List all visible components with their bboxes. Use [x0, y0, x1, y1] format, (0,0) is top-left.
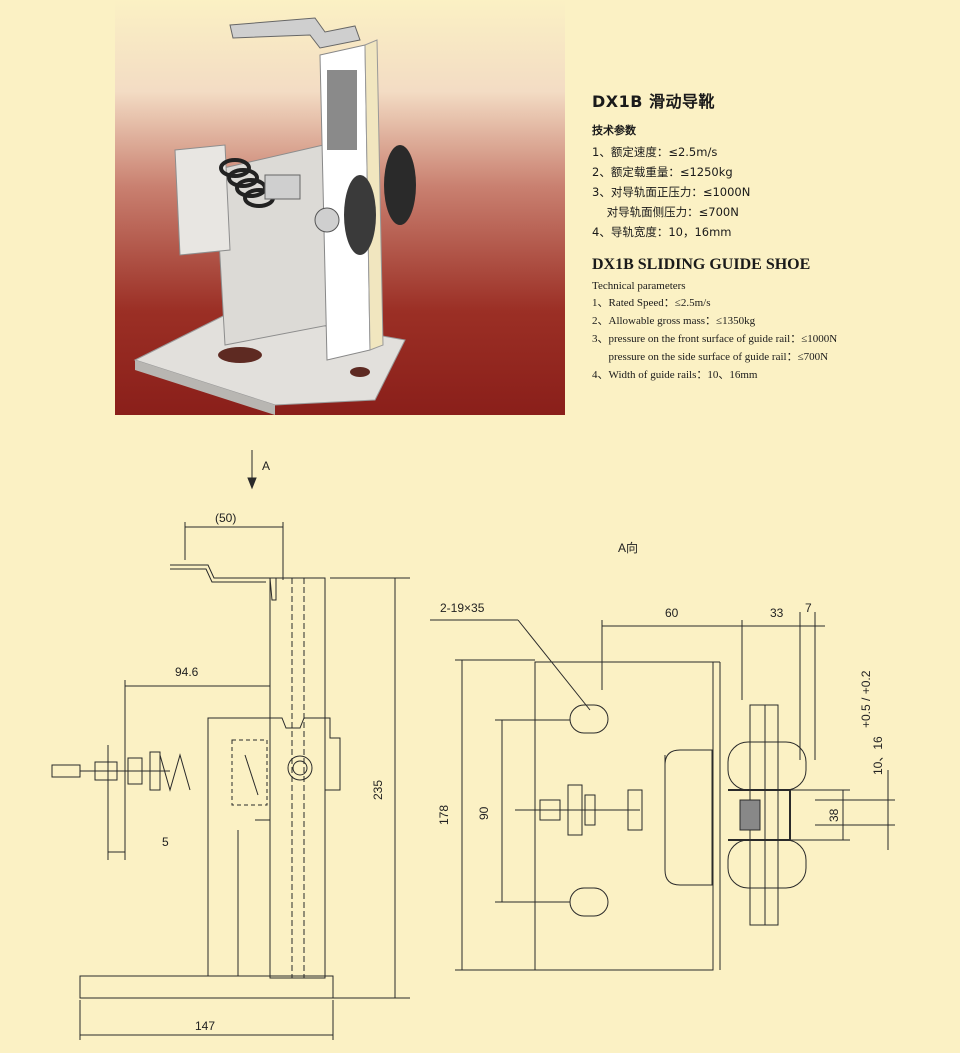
param-cn-3b: 对导轨面侧压力：≤700N — [592, 205, 739, 219]
dim-90: 90 — [477, 806, 491, 820]
title-cn: DX1B 滑动导靴 — [592, 92, 716, 111]
param-en-3b: pressure on the side surface of guide ra… — [592, 351, 829, 363]
spec-panel: DX1B 滑动导靴 技术参数 1、额定速度：≤2.5m/s 2、额定载重量：≤1… — [592, 88, 952, 384]
view-label-a: A向 — [618, 540, 638, 555]
dim-60: 60 — [665, 606, 679, 620]
dim-147: 147 — [195, 1019, 215, 1033]
dim-33: 33 — [770, 606, 784, 620]
param-cn-3: 3、对导轨面正压力：≤1000N — [592, 185, 751, 199]
param-cn-4: 4、导轨宽度：10，16mm — [592, 225, 732, 239]
hole-label: 2-19×35 — [440, 601, 485, 615]
title-en: DX1B SLIDING GUIDE SHOE — [592, 256, 811, 273]
dim-rail-width: 10、16 — [871, 736, 885, 775]
param-cn-2: 2、额定载重量：≤1250kg — [592, 165, 733, 179]
view-arrow-label: A — [262, 459, 270, 473]
params-cn-heading: 技术参数 — [592, 124, 636, 137]
dim-tolerance: +0.5 / +0.2 — [859, 670, 873, 728]
param-cn-1: 1、额定速度：≤2.5m/s — [592, 145, 718, 159]
technical-drawing: A (50) 94.6 5 235 147 A向 2-19×35 60 33 7… — [51, 450, 895, 1040]
product-photo — [115, 0, 565, 415]
dim-94-6: 94.6 — [175, 665, 199, 679]
dim-178: 178 — [437, 805, 451, 825]
guide-shoe-illustration — [133, 17, 416, 415]
dim-5: 5 — [162, 835, 169, 849]
dim-38: 38 — [827, 808, 841, 822]
dim-50: (50) — [215, 511, 236, 525]
dim-7: 7 — [805, 601, 812, 615]
params-en-heading: Technical parameters — [592, 280, 686, 292]
param-en-4: 4、Width of guide rails：10、16mm — [592, 369, 758, 381]
dim-235: 235 — [371, 780, 385, 800]
param-en-1: 1、Rated Speed：≤2.5m/s — [592, 297, 711, 309]
param-en-2: 2、Allowable gross mass：≤1350kg — [592, 315, 756, 327]
param-en-3: 3、pressure on the front surface of guide… — [592, 333, 838, 345]
